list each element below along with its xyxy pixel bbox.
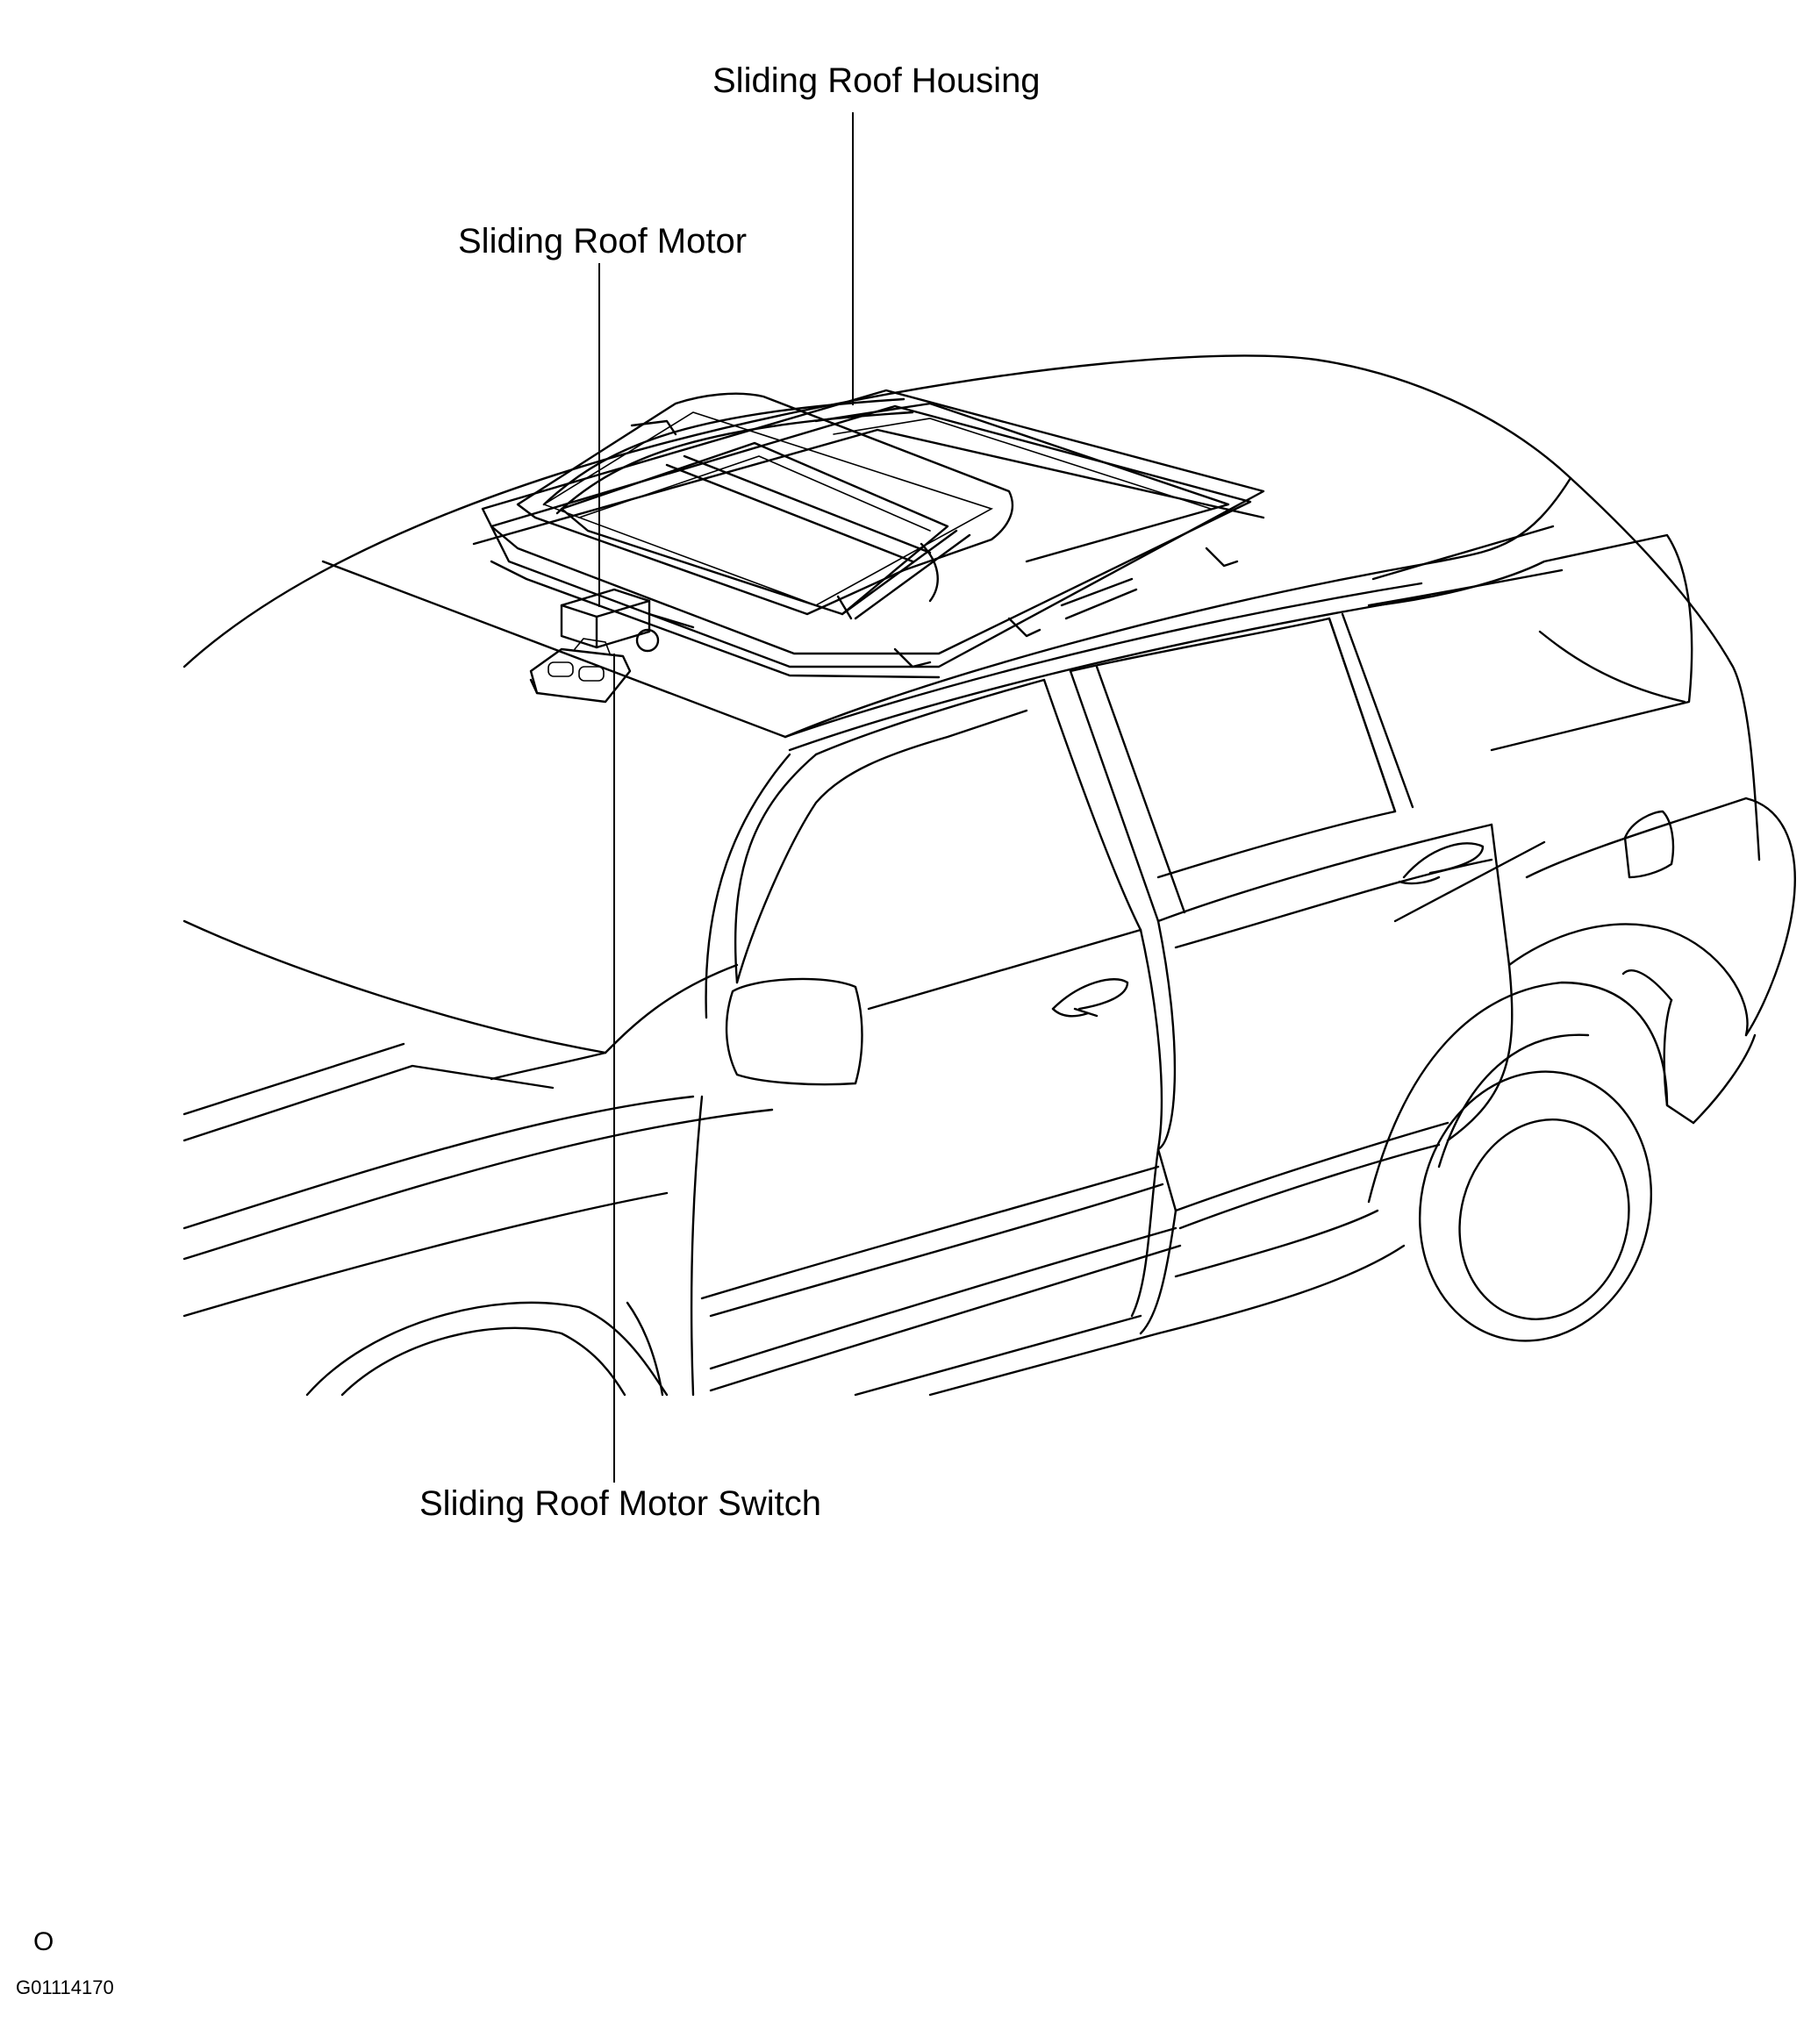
label-sliding-roof-motor-switch: Sliding Roof Motor Switch <box>419 1484 821 1523</box>
figure-id: G01114170 <box>16 1976 114 1998</box>
sliding-roof-housing-drawing <box>472 389 1265 679</box>
footer-mark: O <box>33 1927 54 1956</box>
sliding-roof-motor-switch-drawing <box>529 638 632 704</box>
label-sliding-roof-motor: Sliding Roof Motor <box>458 222 747 261</box>
sliding-roof-motor-drawing <box>560 588 695 653</box>
vehicle-body-drawing <box>183 354 1796 1397</box>
label-sliding-roof-housing: Sliding Roof Housing <box>712 61 1041 100</box>
